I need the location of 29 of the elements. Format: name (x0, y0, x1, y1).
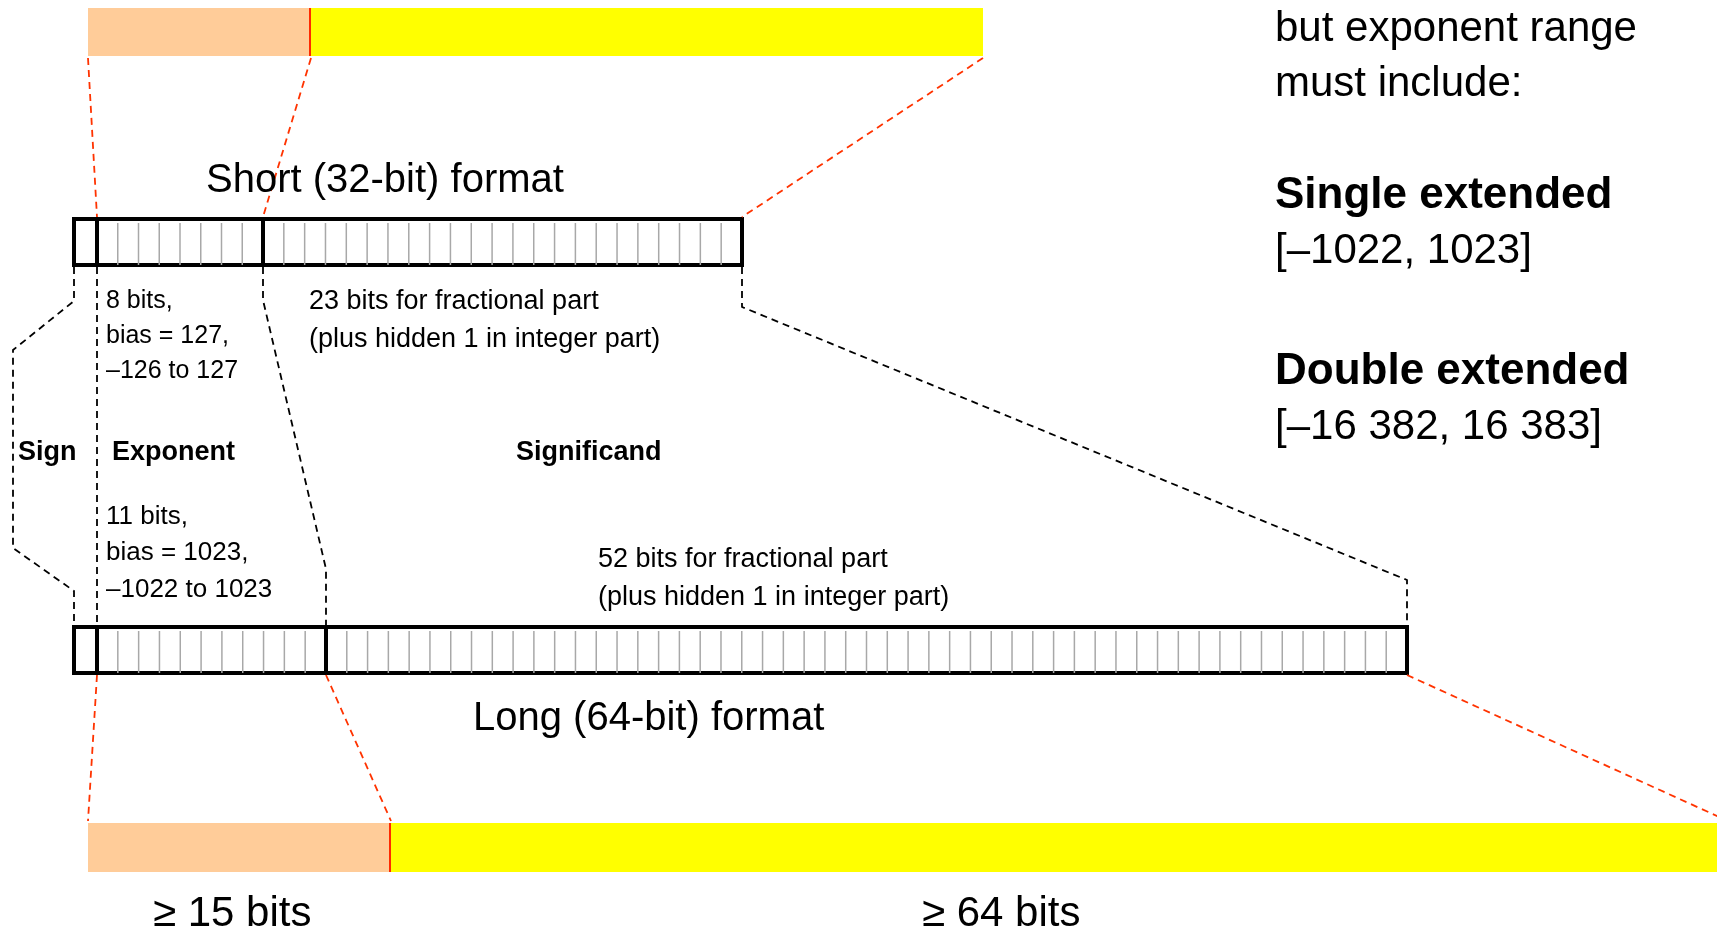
bit-field-bar (88, 8, 983, 56)
format-title: Short (32-bit) format (206, 155, 564, 202)
field-description: 52 bits for fractional part (plus hidden 1 in integer part) (598, 542, 950, 613)
projection-line (87, 674, 98, 822)
projection-line (741, 57, 984, 218)
bit-field-bar (72, 625, 1409, 675)
significand-field (311, 8, 983, 56)
field-description: 8 bits, bias = 127, –126 to 127 (106, 284, 239, 385)
format-heading: Double extended (1275, 343, 1630, 395)
width-label: ≥ 64 bits (922, 887, 1081, 932)
exponent-field (88, 823, 391, 872)
field-name: Significand (516, 435, 662, 468)
format-title: Long (64-bit) format (473, 693, 825, 740)
bit-field-bar (88, 823, 1717, 872)
field-description: 23 bits for fractional part (plus hidden 1 in integer part) (309, 284, 661, 355)
projection-line (325, 674, 392, 822)
range-text: [–1022, 1023] (1275, 224, 1532, 274)
projection-line (262, 266, 327, 626)
field-description: 11 bits, bias = 1023, –1022 to 1023 (106, 499, 273, 605)
range-text: [–16 382, 16 383] (1275, 400, 1602, 450)
projection-line (87, 57, 98, 218)
format-heading: Single extended (1275, 167, 1613, 219)
width-label: ≥ 15 bits (153, 887, 312, 932)
field-name: Sign (18, 435, 77, 468)
exponent-field (88, 8, 311, 56)
field-name: Exponent (112, 435, 235, 468)
significand-field (391, 823, 1717, 872)
note-text: but exponent range must include: (1275, 2, 1637, 107)
bit-field-bar (72, 217, 744, 267)
